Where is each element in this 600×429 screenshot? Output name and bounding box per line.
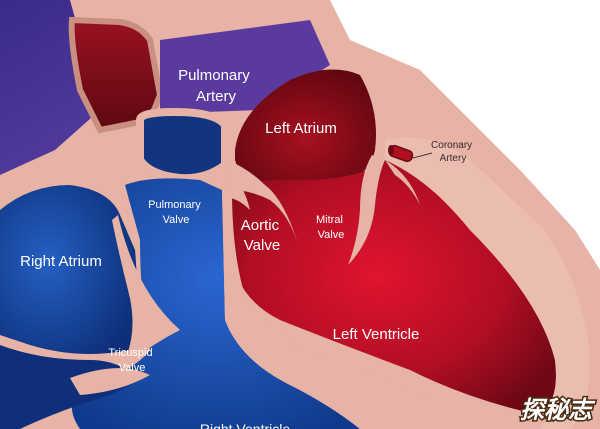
pulmonary-artery-label: Pulmonary Artery — [178, 67, 254, 105]
pulmonary-trunk — [160, 20, 330, 120]
pulmonary-valve-label: Pulmonary Valve — [148, 199, 204, 226]
aortic-valve-leaflet-2 — [230, 175, 250, 210]
left-ventricle-outer-wall — [385, 137, 590, 429]
tricuspid-valve-label: Tricuspid Valve — [108, 347, 155, 374]
coronary-artery-vessel — [388, 144, 414, 163]
mitral-valve-label: Mitral Valve — [316, 214, 346, 241]
left-atrium-chamber — [235, 69, 376, 185]
right-ventricle-chamber — [72, 178, 360, 429]
mitral-valve-leaflet — [348, 155, 385, 265]
mitral-valve-leaflet-2 — [385, 160, 420, 205]
right-atrium-label: Right Atrium — [20, 253, 102, 270]
watermark-logo: 探秘志 — [520, 396, 596, 424]
interventricular-septum — [222, 190, 430, 429]
tricuspid-valve-leaflet — [112, 215, 180, 370]
right-atrium-chamber — [0, 185, 137, 354]
aortic-valve-leaflet — [228, 160, 300, 250]
coronary-artery-pointer — [412, 152, 433, 159]
right-ventricle-label: Right Ventricle — [200, 421, 290, 429]
left-atrium-label: Left Atrium — [265, 120, 337, 137]
pulmonary-valve-chamber — [136, 107, 229, 183]
aortic-valve-label: Aortic Valve — [241, 217, 284, 254]
left-ventricle-chamber — [232, 160, 556, 415]
coronary-artery-label: Coronary Artery — [431, 140, 475, 164]
right-heart-lower — [0, 345, 140, 429]
left-ventricle-label: Left Ventricle — [333, 326, 420, 343]
tricuspid-lower-wall — [70, 368, 150, 395]
